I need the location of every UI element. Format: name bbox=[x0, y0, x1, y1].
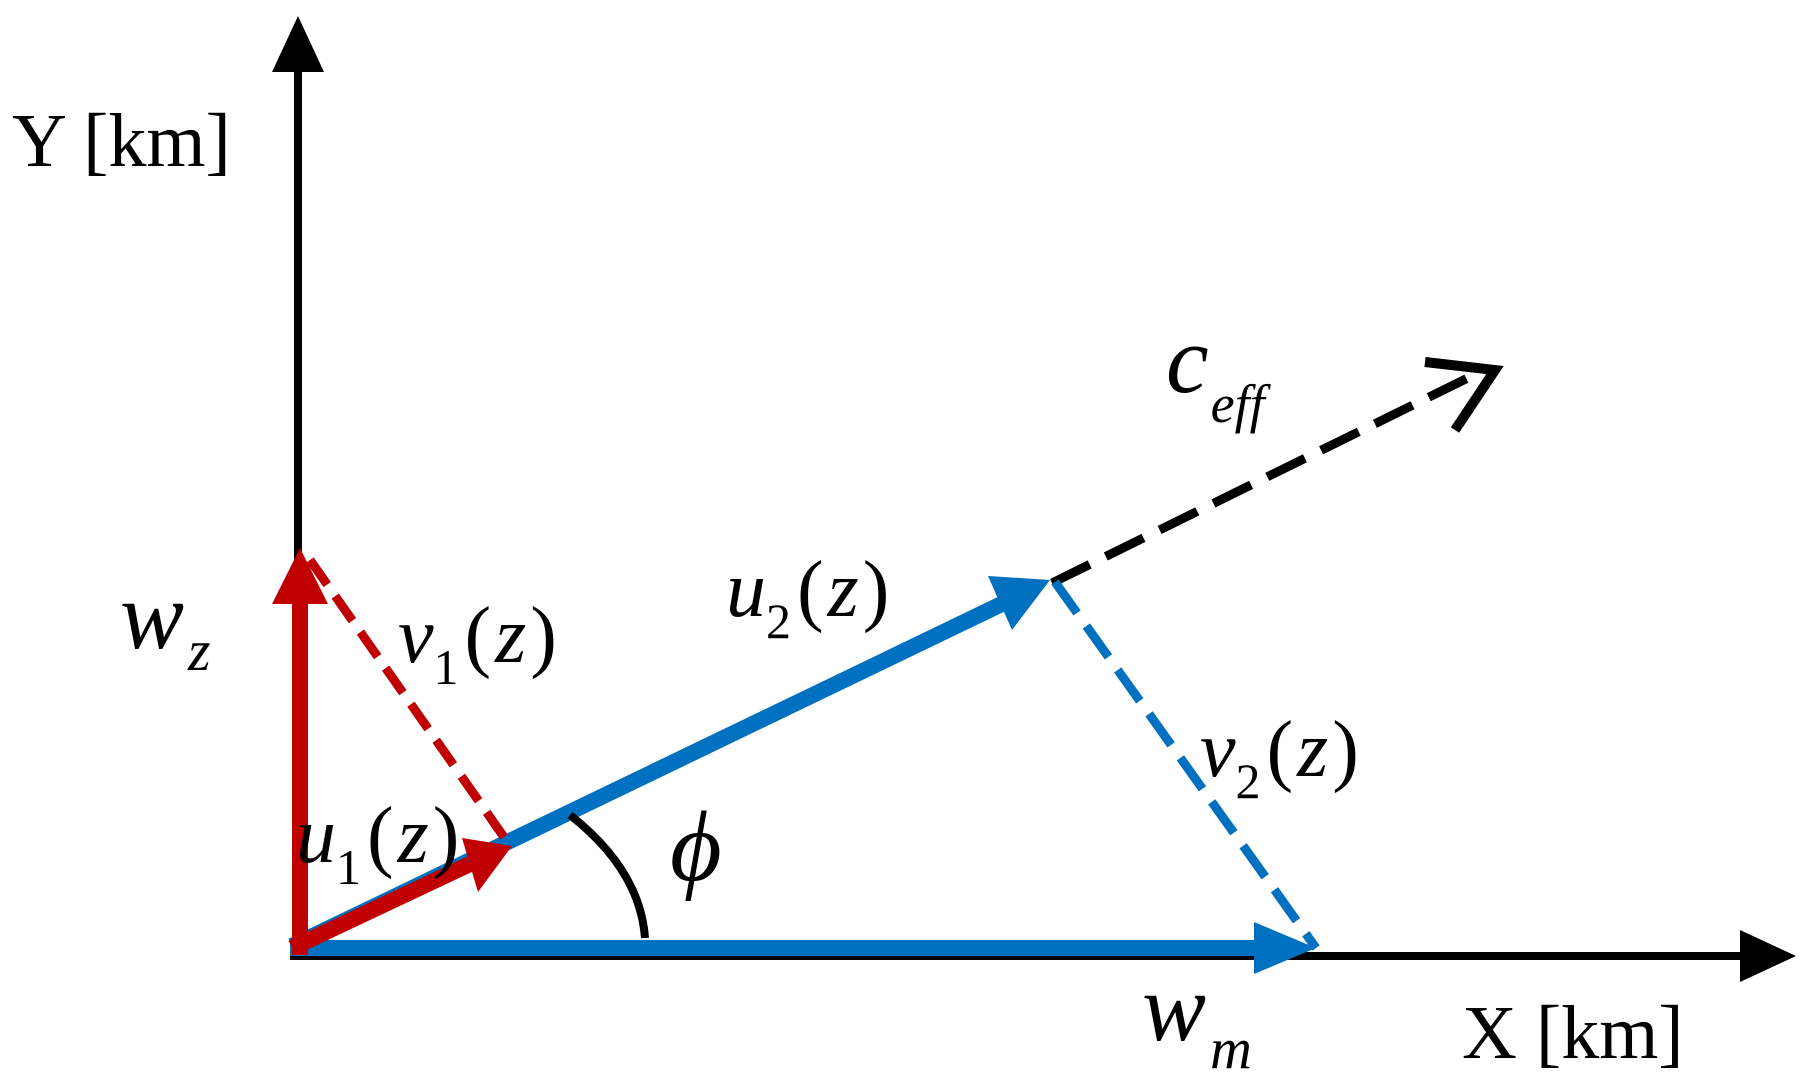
c-eff-symbol: c bbox=[1166, 306, 1209, 413]
x-axis-label: X [km] bbox=[1462, 991, 1684, 1075]
phi-label: ϕ bbox=[670, 791, 722, 902]
u2-label: u2(z) bbox=[726, 546, 889, 649]
w-z-symbol: w bbox=[120, 562, 184, 669]
u1-vector bbox=[288, 856, 474, 956]
w-z-arrowhead bbox=[272, 548, 328, 604]
w-m-arrowhead bbox=[1254, 922, 1316, 974]
u1-symbol: u bbox=[296, 792, 336, 880]
v2-open-paren: ( bbox=[1267, 706, 1294, 794]
w-z-subscript: z bbox=[187, 618, 211, 683]
u2-arrowhead bbox=[988, 576, 1050, 630]
v1-close-paren: ) bbox=[530, 592, 557, 680]
v1-arg: z bbox=[494, 592, 526, 680]
u2-symbol: u bbox=[726, 546, 766, 634]
u2-close-paren: ) bbox=[863, 546, 890, 634]
u1-arg: z bbox=[397, 792, 429, 880]
v1-symbol: v bbox=[398, 592, 434, 680]
u1-label: u1(z) bbox=[296, 792, 459, 895]
v1-vector bbox=[306, 557, 510, 843]
v1-open-paren: ( bbox=[465, 592, 492, 680]
c-eff-label: ceff bbox=[1166, 306, 1272, 434]
c-eff-arrowhead bbox=[1424, 357, 1504, 433]
w-m-subscript: m bbox=[1210, 1016, 1252, 1081]
u2-arg: z bbox=[827, 546, 859, 634]
w-m-label: wm bbox=[1142, 954, 1252, 1081]
v1-label: v1(z) bbox=[398, 592, 557, 695]
u1-arrowhead bbox=[462, 838, 512, 892]
v2-close-paren: ) bbox=[1332, 706, 1359, 794]
u2-open-paren: ( bbox=[797, 546, 824, 634]
x-axis-arrowhead bbox=[1740, 930, 1796, 982]
v2-vector bbox=[1051, 579, 1320, 951]
v2-symbol: v bbox=[1200, 706, 1236, 794]
y-axis-label: Y [km] bbox=[12, 99, 231, 183]
w-m-symbol: w bbox=[1142, 954, 1206, 1061]
u1-close-paren: ) bbox=[433, 792, 460, 880]
v2-label: v2(z) bbox=[1200, 706, 1359, 809]
w-z-label: wz bbox=[120, 562, 211, 683]
u2-subscript: 2 bbox=[766, 593, 791, 649]
u1-open-paren: ( bbox=[367, 792, 394, 880]
y-axis-arrowhead bbox=[272, 16, 324, 72]
c-eff-vector bbox=[1050, 366, 1484, 588]
c-eff-subscript: eff bbox=[1211, 374, 1272, 434]
phi-angle-arc bbox=[567, 811, 649, 939]
v1-subscript: 1 bbox=[434, 639, 459, 695]
v2-arg: z bbox=[1296, 706, 1328, 794]
u1-subscript: 1 bbox=[336, 839, 361, 895]
v2-subscript: 2 bbox=[1236, 753, 1261, 809]
